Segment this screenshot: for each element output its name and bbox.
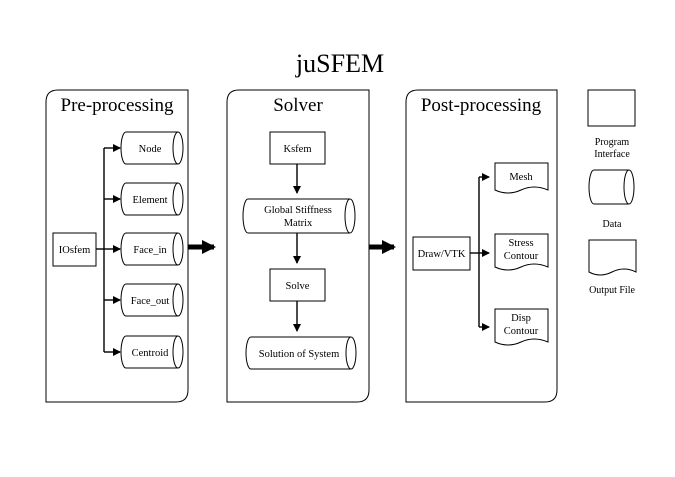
iosfem-box	[52, 232, 97, 267]
solve-box	[269, 268, 326, 302]
pre-data-group: Node Element Face_in Face_out Centroid	[104, 131, 184, 369]
legend-program-shape	[587, 89, 636, 127]
panel-title-pre: Pre-processing	[61, 95, 174, 116]
legend-program-line1: Program	[595, 137, 630, 148]
iosfem-label: IOsfem	[59, 245, 91, 256]
diagram-title: juSFEM	[295, 49, 384, 78]
data-centroid-edge	[172, 335, 179, 369]
data-element-label: Element	[133, 195, 168, 206]
data-matrix-edge	[344, 198, 351, 234]
output-disp-line1: Disp	[511, 313, 531, 324]
legend-program-line2: Interface	[594, 149, 630, 160]
data-face-out-label: Face_out	[131, 296, 170, 307]
panel-title-post: Post-processing	[421, 95, 542, 116]
matrix-label-line1: Global Stiffness	[264, 205, 332, 216]
data-face-in-label: Face_in	[133, 245, 167, 256]
solution-label: Solution of System	[259, 349, 340, 360]
data-face-out-edge	[172, 283, 179, 317]
panel-title-solver: Solver	[273, 95, 323, 116]
data-element-edge	[172, 182, 179, 216]
ksfem-label: Ksfem	[284, 144, 312, 155]
output-disp-line2: Contour	[504, 326, 539, 337]
output-stress-line1: Stress	[508, 238, 533, 249]
data-node-edge	[172, 131, 179, 165]
legend-output-label: Output File	[589, 285, 635, 296]
ksfem-box	[269, 131, 326, 165]
data-node-label: Node	[139, 144, 162, 155]
panel-solver	[226, 89, 370, 403]
solve-label: Solve	[286, 281, 310, 292]
output-mesh-label: Mesh	[509, 172, 533, 183]
data-solution-edge	[345, 336, 352, 370]
legend-data-label: Data	[603, 219, 622, 230]
output-disp-contour	[494, 308, 549, 346]
legend-output-shape	[588, 239, 637, 276]
legend: Program Interface Data Output File	[587, 89, 637, 296]
draw-vtk-box	[412, 236, 471, 271]
output-stress-contour	[494, 233, 549, 271]
data-face-in-edge	[172, 232, 179, 266]
data-centroid-label: Centroid	[132, 348, 169, 359]
output-stress-line2: Contour	[504, 251, 539, 262]
matrix-label-line2: Matrix	[284, 218, 313, 229]
draw-vtk-label: Draw/VTK	[418, 249, 466, 260]
legend-data-edge	[623, 169, 630, 205]
output-mesh	[494, 162, 549, 194]
